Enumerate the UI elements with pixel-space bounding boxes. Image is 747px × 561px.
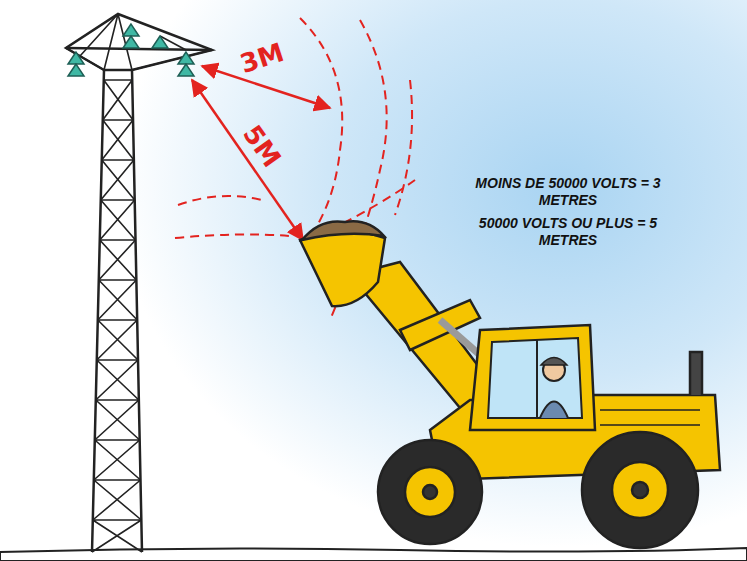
lattice-brace: [101, 160, 135, 200]
rule-note: 50000 VOLTS OU PLUS = 5 METRES: [448, 215, 688, 249]
crossarm-brace: [66, 14, 212, 70]
dimension-label: 5M: [237, 119, 287, 172]
lattice-brace: [93, 480, 142, 520]
lattice-brace: [96, 360, 139, 400]
lattice-brace: [95, 400, 140, 440]
lattice-brace: [103, 80, 133, 120]
lattice-brace: [99, 240, 137, 280]
insulators: [68, 24, 194, 76]
lattice-brace: [102, 120, 134, 160]
lattice-brace: [100, 200, 136, 240]
lattice-brace: [98, 280, 137, 320]
pylon-lattice: [66, 14, 212, 552]
safety-arcs: [175, 18, 415, 320]
lattice-brace: [94, 440, 141, 480]
pylon: [66, 14, 212, 552]
lattice-brace: [92, 520, 142, 552]
wheel-loader: [300, 221, 720, 548]
lattice-brace: [97, 320, 138, 360]
ground: [0, 548, 747, 561]
dimension-label: 3M: [236, 37, 287, 79]
rule-note: MOINS DE 50000 VOLTS = 3 METRES: [448, 175, 688, 209]
dimension-arrow: [192, 80, 303, 240]
